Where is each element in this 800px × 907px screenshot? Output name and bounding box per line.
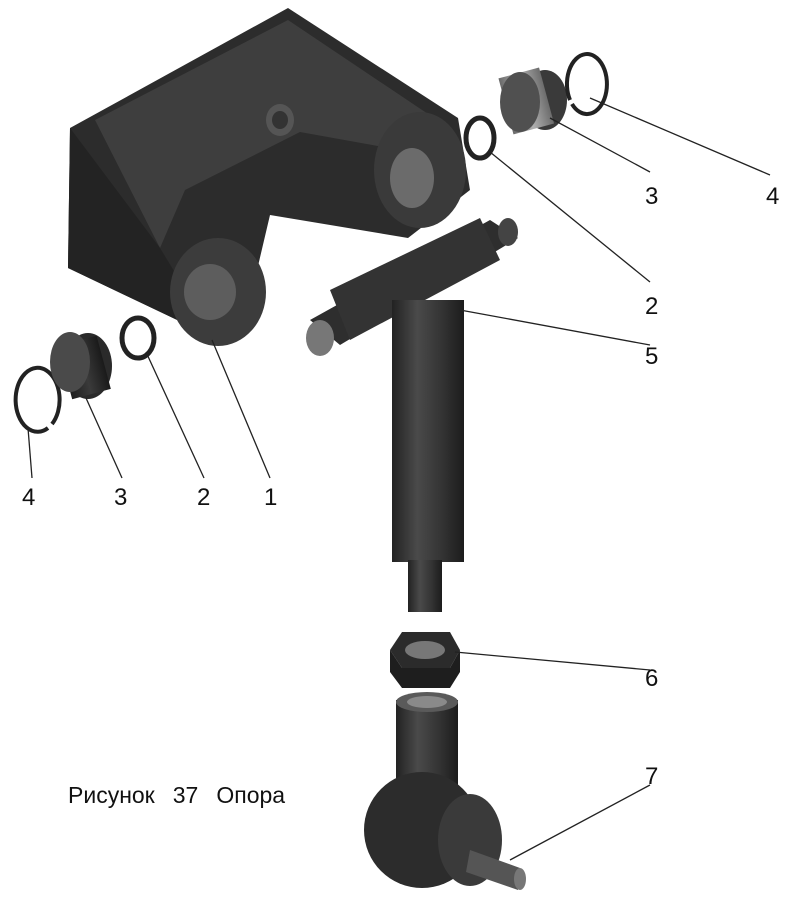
left-bearing <box>50 332 112 400</box>
left-washer <box>119 315 157 361</box>
tip-part <box>364 692 526 890</box>
caption-title: Опора <box>216 782 286 808</box>
callout-6: 6 <box>645 665 658 692</box>
callout-3-left: 3 <box>114 484 127 511</box>
callout-4-right: 4 <box>766 183 779 210</box>
callout-2-left: 2 <box>197 484 210 511</box>
right-bearing <box>498 67 567 135</box>
pin-part <box>306 218 518 612</box>
caption-prefix: Рисунок <box>68 782 155 808</box>
caption-number: 37 <box>172 782 199 808</box>
callout-2-right: 2 <box>645 293 658 320</box>
callout-7: 7 <box>645 763 658 790</box>
bracket-part <box>68 8 470 346</box>
figure-caption: Рисунок 37 Опора <box>68 782 303 809</box>
callout-3-right: 3 <box>645 183 658 210</box>
nut-part <box>390 632 460 688</box>
callout-1: 1 <box>264 484 277 511</box>
leader-lines <box>27 97 771 861</box>
right-retaining-ring <box>564 52 609 117</box>
callout-5: 5 <box>645 343 658 370</box>
callout-4-left: 4 <box>22 484 35 511</box>
right-washer <box>463 115 497 161</box>
